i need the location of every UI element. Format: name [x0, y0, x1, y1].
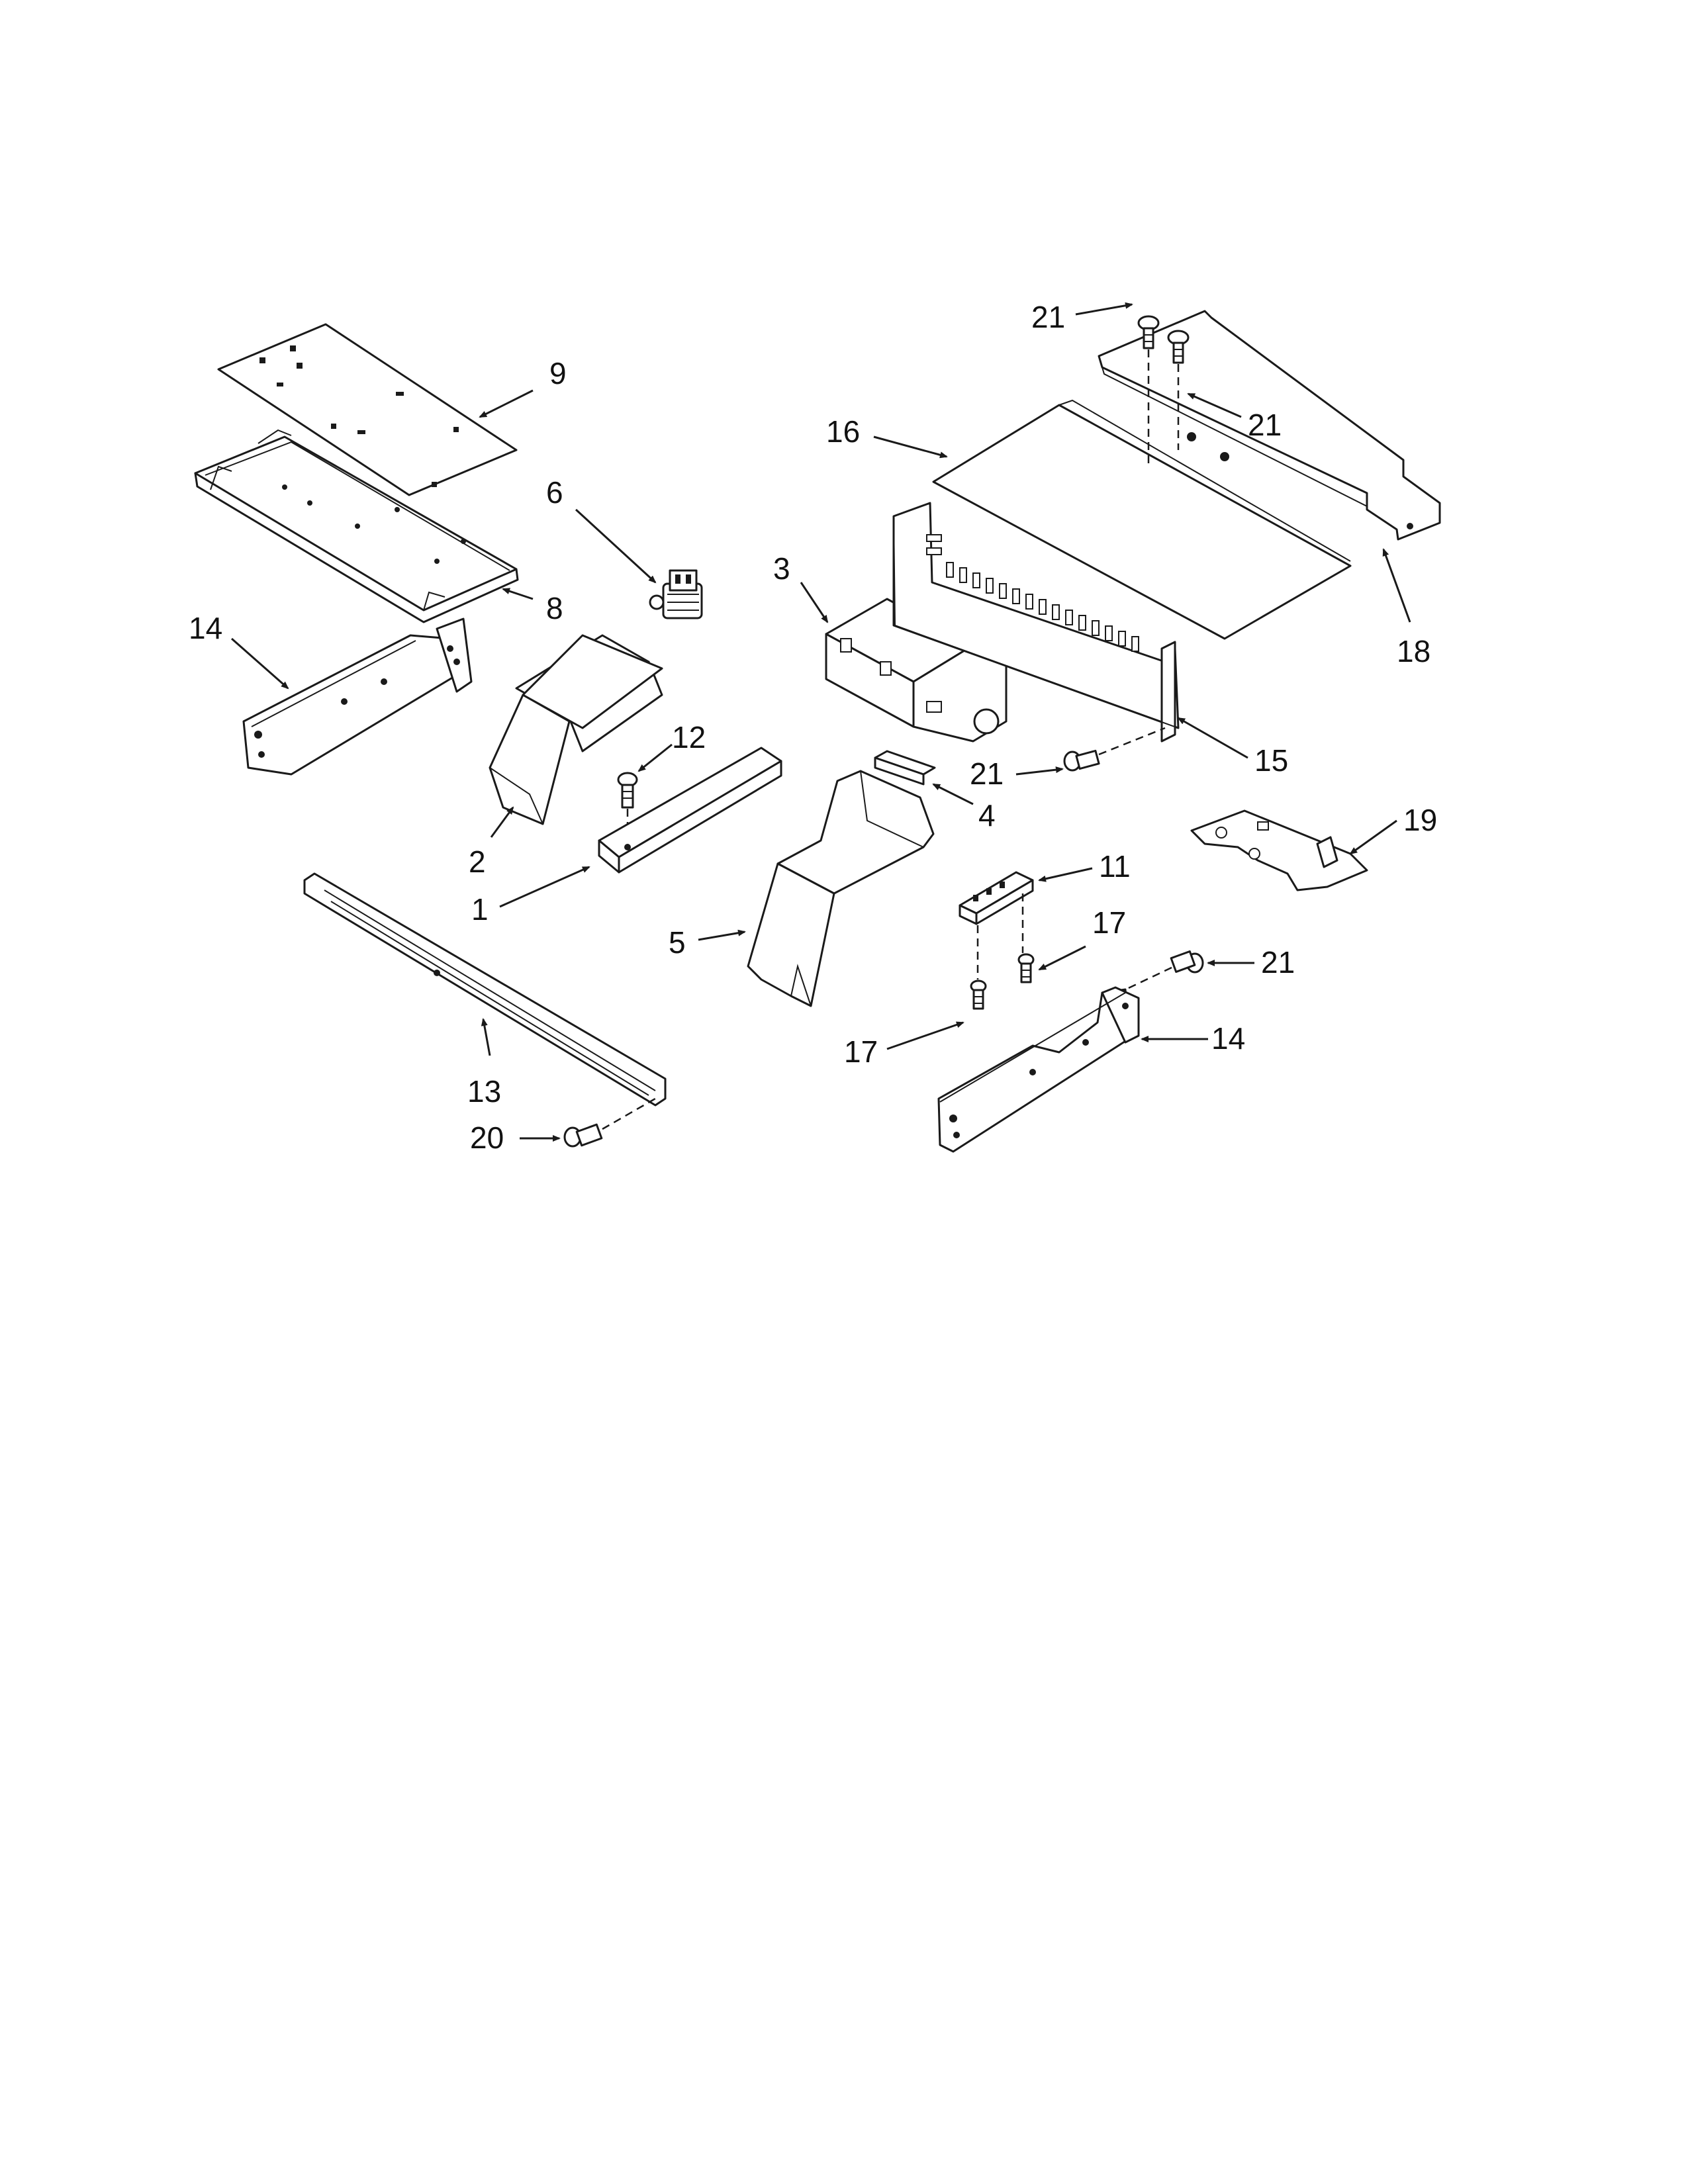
leader-11: [1038, 867, 1093, 882]
leader-4: [932, 783, 974, 805]
callout-17-b: 17: [844, 1034, 878, 1069]
part-9-top-panel: [217, 323, 518, 496]
leader-5: [698, 929, 746, 941]
leader-6: [575, 508, 657, 584]
leader-1: [499, 866, 590, 908]
callout-16: 16: [826, 414, 860, 449]
leader-13: [481, 1018, 491, 1056]
part-21-screw-top-a: [1137, 315, 1160, 463]
callout-20: 20: [470, 1120, 504, 1155]
part-5-shield: [747, 770, 935, 1007]
callout-21-top-a: 21: [1031, 300, 1065, 334]
part-19-plate: [1190, 809, 1368, 891]
part-14-left-bracket: [242, 617, 473, 776]
callout-2: 2: [469, 844, 486, 879]
callout-labels: 9 8 6 14 12 2 1 13 20 3 4 5 16 21 21 18 …: [189, 300, 1437, 1155]
part-13-rail: [303, 872, 667, 1107]
callout-3: 3: [773, 551, 790, 586]
callout-5: 5: [669, 925, 686, 960]
leader-2: [490, 806, 514, 838]
callout-14-right: 14: [1211, 1021, 1245, 1056]
callout-15: 15: [1254, 743, 1288, 778]
callout-14-left: 14: [189, 611, 222, 645]
part-16-shield: [932, 399, 1352, 640]
part-14-right-bracket: [937, 986, 1140, 1153]
part-18-plate: [1098, 310, 1441, 541]
leader-21a: [1075, 302, 1133, 316]
callout-6: 6: [546, 475, 563, 510]
callout-9: 9: [549, 356, 567, 390]
leader-3: [800, 582, 829, 623]
part-20-screw: [563, 1097, 656, 1148]
part-8-tray: [194, 429, 519, 623]
leader-21b: [1187, 392, 1242, 418]
part-17-screw-a: [1017, 953, 1035, 983]
callout-21-mid: 21: [970, 756, 1004, 791]
part-21-screw-low: [1118, 950, 1204, 994]
part-21-screw-top-b: [1167, 330, 1190, 450]
callout-19: 19: [1403, 803, 1437, 837]
part-2-duct: [489, 634, 663, 825]
callout-12: 12: [672, 720, 706, 754]
leader-15: [1177, 717, 1248, 759]
callout-11: 11: [1099, 849, 1131, 884]
callout-18: 18: [1397, 634, 1430, 668]
callout-21-top-b: 21: [1248, 408, 1282, 442]
leader-16: [873, 435, 948, 459]
leader-19: [1349, 819, 1397, 855]
part-11-terminal-block: [959, 871, 1034, 979]
leader-9: [479, 389, 534, 418]
part-4-block: [874, 750, 936, 786]
leader-14a: [231, 637, 289, 690]
leader-18: [1382, 548, 1411, 623]
part-15-back-panel: [892, 502, 1180, 743]
part-21-screw-mid: [1063, 727, 1166, 772]
leader-17a: [1038, 945, 1086, 971]
callout-21-low: 21: [1261, 945, 1295, 979]
callout-leaders: [231, 302, 1411, 1142]
callout-13: 13: [467, 1074, 501, 1109]
leader-17b: [886, 1021, 964, 1050]
callout-17-a: 17: [1092, 905, 1126, 940]
leader-21c: [1015, 766, 1064, 776]
callout-4: 4: [978, 798, 996, 833]
part-1-bar: [598, 747, 782, 874]
callout-8: 8: [546, 591, 563, 625]
leader-12: [637, 743, 673, 772]
part-17-screw-b: [970, 979, 987, 1010]
leader-8: [502, 588, 534, 600]
part-6-component: [649, 569, 703, 619]
part-3-module: [825, 598, 1008, 743]
callout-1: 1: [471, 892, 489, 927]
